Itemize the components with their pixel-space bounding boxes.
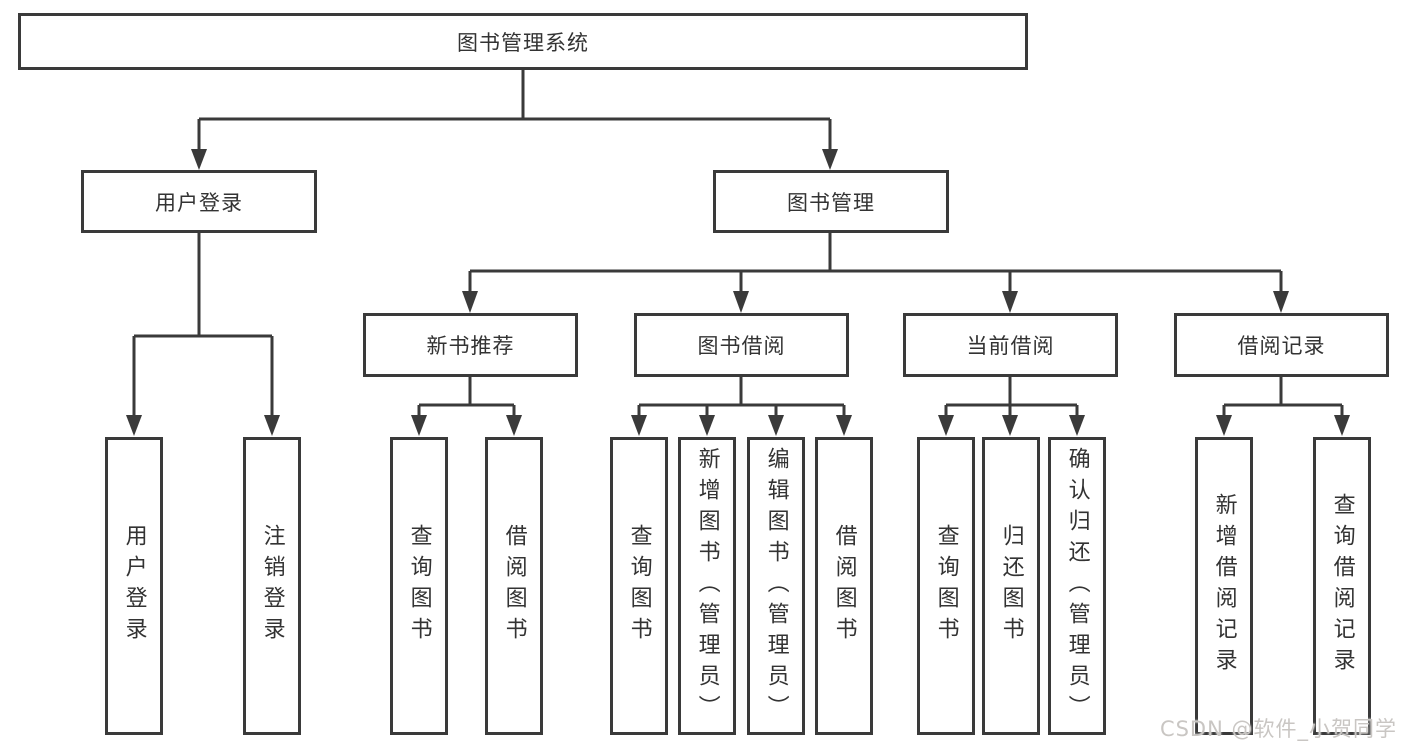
node-recommend-query-books: 查询图书 (390, 437, 448, 735)
node-label: 借阅图书 (831, 524, 857, 648)
node-label: 图书借阅 (697, 334, 786, 358)
node-label: 用户登录 (155, 190, 243, 215)
node-user-login: 用户登录 (81, 170, 317, 233)
node-label: 用户登录 (121, 524, 147, 648)
node-label: 查询图书 (406, 524, 432, 648)
node-current-return-books: 归还图书 (982, 437, 1040, 735)
node-records-add-borrow-record: 新增借阅记录 (1195, 437, 1253, 735)
node-label: 查询图书 (933, 524, 959, 648)
node-user-login-leaf: 用户登录 (105, 437, 163, 735)
node-label: 借阅图书 (501, 524, 527, 648)
node-borrowing-edit-book-admin: 编辑图书（管理员） (747, 437, 805, 735)
node-current-confirm-return-admin: 确认归还（管理员） (1048, 437, 1106, 735)
node-label: 图书管理 (787, 190, 875, 215)
node-borrowing-records: 借阅记录 (1174, 313, 1389, 377)
node-label: 归还图书 (998, 524, 1024, 648)
node-borrowing-add-book-admin: 新增图书（管理员） (678, 437, 736, 735)
node-logout-leaf: 注销登录 (243, 437, 301, 735)
node-records-query-borrow-record: 查询借阅记录 (1313, 437, 1371, 735)
node-label: 图书管理系统 (457, 30, 589, 55)
node-label: 查询借阅记录 (1329, 493, 1355, 679)
node-label: 新增图书（管理员） (694, 446, 720, 726)
node-library-management-system: 图书管理系统 (18, 13, 1028, 70)
node-recommend-borrow-books: 借阅图书 (485, 437, 543, 735)
node-label: 编辑图书（管理员） (763, 446, 789, 726)
node-current-borrowing: 当前借阅 (903, 313, 1118, 377)
node-borrowing-borrow-books: 借阅图书 (815, 437, 873, 735)
node-new-book-recommendation: 新书推荐 (363, 313, 578, 377)
node-label: 新增借阅记录 (1211, 493, 1237, 679)
node-label: 注销登录 (259, 524, 285, 648)
node-current-query-books: 查询图书 (917, 437, 975, 735)
node-borrowing-query-books: 查询图书 (610, 437, 668, 735)
node-book-management: 图书管理 (713, 170, 949, 233)
node-label: 当前借阅 (966, 334, 1055, 358)
node-label: 查询图书 (626, 524, 652, 648)
node-book-borrowing: 图书借阅 (634, 313, 849, 377)
node-label: 新书推荐 (426, 334, 515, 358)
node-label: 借阅记录 (1237, 334, 1326, 358)
csdn-watermark: CSDN @软件_小贺同学 (1159, 717, 1397, 741)
node-label: 确认归还（管理员） (1064, 446, 1090, 726)
